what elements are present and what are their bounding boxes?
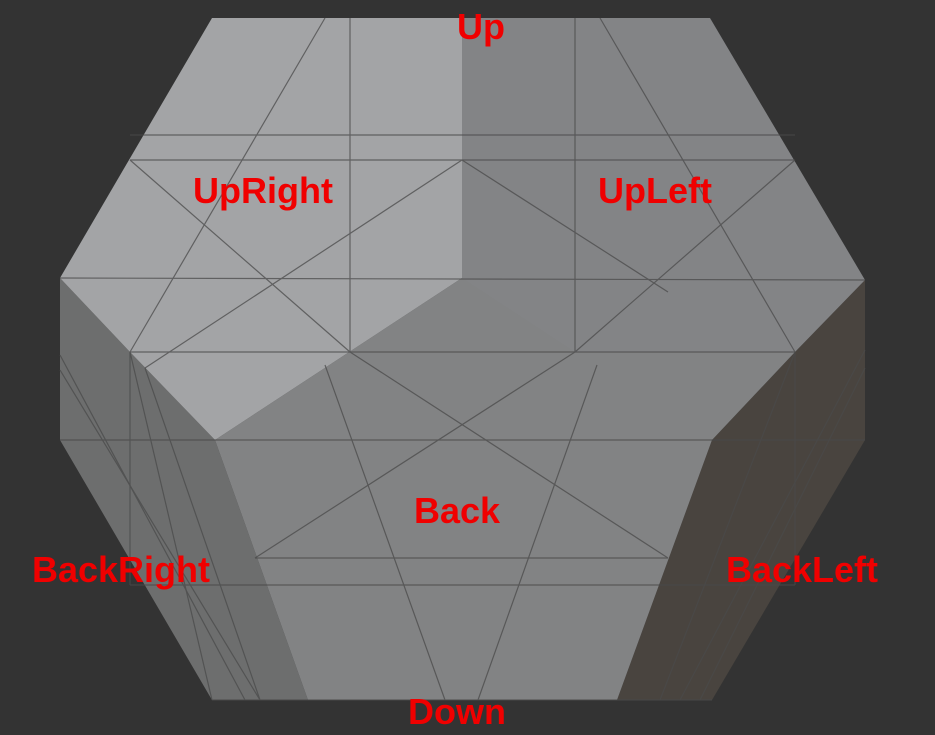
label-down: Down: [408, 691, 506, 732]
label-backleft: BackLeft: [725, 549, 879, 590]
label-back: Back: [413, 490, 501, 531]
cube-edge-lines: [59, 17, 866, 701]
face-backright[interactable]: [60, 278, 308, 700]
face-upright[interactable]: [60, 18, 462, 440]
label-backright: BackRight: [31, 549, 211, 590]
label-up: Up: [457, 6, 505, 47]
label-upright: UpRight: [193, 170, 333, 211]
face-upleft[interactable]: [462, 18, 865, 352]
label-upleft: UpLeft: [598, 170, 712, 211]
